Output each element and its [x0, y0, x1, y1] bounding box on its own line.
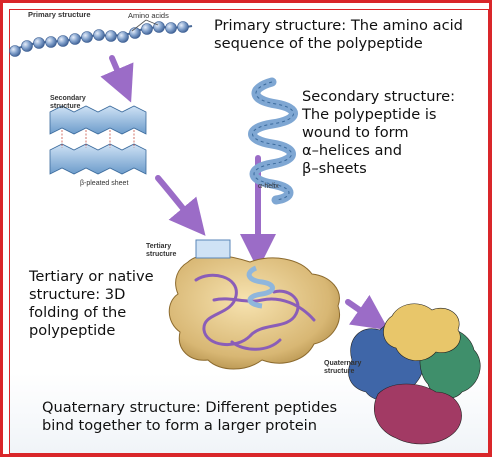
caption-tertiary-line-2: structure: 3D — [29, 286, 126, 303]
caption-tertiary-line-1: Tertiary or native — [29, 268, 154, 285]
figure-label-quaternary-2: structure — [324, 368, 355, 375]
figure-label-pleated-sheet: β-pleated sheet — [80, 180, 129, 187]
figure-label-primary: Primary structure — [28, 10, 91, 19]
caption-quaternary-line-2: bind together to form a larger protein — [42, 417, 317, 434]
amino-acid-chain — [9, 19, 193, 57]
quaternary-protein-cluster — [348, 303, 481, 445]
caption-secondary-line-2: The polypeptide is — [302, 106, 437, 123]
figure-label-tertiary-1: Tertiary — [146, 243, 172, 250]
figure-label-secondary-1: Secondary — [50, 95, 86, 102]
caption-quaternary-line-1: Quaternary structure: Different peptides — [42, 399, 338, 416]
tertiary-fold — [168, 239, 340, 370]
figure-label-secondary-2: structure — [50, 103, 81, 110]
beta-pleated-sheet — [49, 105, 147, 175]
caption-secondary-line-4: α–helices and — [302, 142, 402, 159]
caption-tertiary: Tertiary or native structure: 3D folding… — [29, 268, 154, 340]
caption-tertiary-line-4: polypeptide — [29, 322, 116, 339]
figure-label-quaternary-1: Quaternary — [324, 360, 362, 367]
caption-secondary: Secondary structure: The polypeptide is … — [302, 88, 455, 178]
figure-label-amino-acids: Amino acids — [128, 11, 169, 20]
caption-secondary-line-3: wound to form — [302, 124, 409, 141]
alpha-helix — [248, 77, 298, 205]
figure-label-tertiary-2: structure — [146, 251, 177, 258]
caption-primary: Primary structure: The amino acid sequen… — [214, 17, 463, 53]
caption-quaternary: Quaternary structure: Different peptides… — [42, 399, 337, 435]
caption-primary-line-1: Primary structure: The amino acid — [214, 17, 463, 34]
caption-tertiary-line-3: folding of the — [29, 304, 127, 321]
caption-secondary-line-5: β–sheets — [302, 160, 367, 177]
figure-label-alpha-helix: α-helix — [258, 183, 279, 190]
caption-primary-line-2: sequence of the polypeptide — [214, 35, 423, 52]
caption-secondary-line-1: Secondary structure: — [302, 88, 456, 105]
